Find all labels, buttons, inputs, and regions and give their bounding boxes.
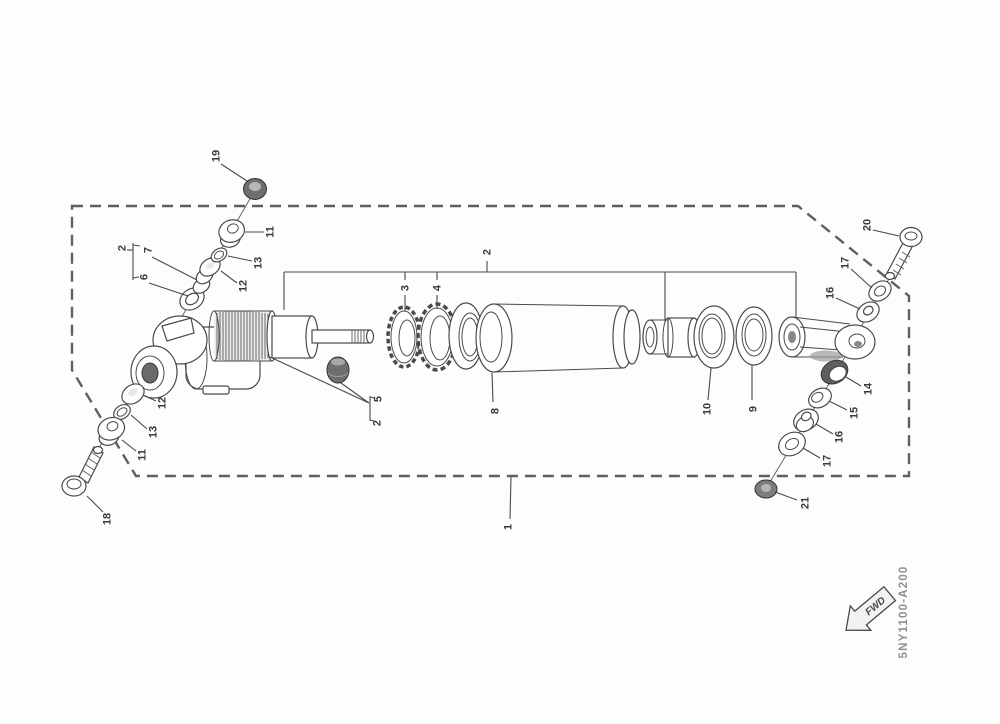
callout-label-2-left: 2 — [117, 245, 129, 251]
part-oring-13-upper — [210, 247, 228, 263]
callout-line-16 — [269, 356, 370, 404]
part-nut-21 — [754, 479, 778, 499]
callout-label-12-lower: 12 — [157, 397, 169, 409]
callout-label-13-lower: 13 — [148, 426, 160, 438]
leader-8 — [491, 372, 494, 403]
leader-6 — [148, 282, 189, 297]
part-bumper-5 — [326, 356, 350, 384]
diagram-code: 5NY1100-A200 — [898, 565, 910, 658]
leader-7 — [151, 256, 198, 281]
part-bushing-11-upper — [218, 219, 246, 248]
part-bolt-20 — [884, 226, 923, 281]
part-washer-16-upper — [856, 301, 880, 323]
callout-label-14: 14 — [863, 382, 875, 395]
callout-label-11-lower: 11 — [137, 449, 149, 461]
callout-label-6: 6 — [139, 274, 151, 280]
callout-line-17 — [340, 382, 370, 404]
callout-label-7: 7 — [143, 247, 155, 253]
leader-1 — [509, 476, 512, 520]
part-bolt-18 — [61, 445, 104, 497]
leader-13-top — [227, 255, 253, 262]
part-bushing-11-lower — [97, 416, 126, 446]
callout-label-2-bottom: 2 — [372, 420, 384, 426]
part-clevis-mount — [130, 315, 208, 399]
callout-label-11-top: 11 — [265, 226, 277, 238]
part-locknut-3 — [386, 305, 422, 369]
part-collar-16-lower — [793, 408, 819, 433]
part-washer-17-lower — [778, 431, 806, 457]
leader-10 — [707, 367, 712, 401]
leader-14 — [845, 376, 862, 387]
leader-16-upper — [835, 297, 861, 310]
part-washer-12-lower — [121, 383, 145, 405]
part-ring-14 — [820, 359, 849, 385]
leader-18 — [86, 495, 104, 513]
callout-label-15: 15 — [849, 407, 861, 419]
callout-label-10: 10 — [702, 403, 714, 415]
callout-leader-lines — [86, 163, 900, 520]
leader-16-lower — [815, 423, 834, 435]
leader-12-top — [220, 270, 238, 284]
callout-label-1: 1 — [503, 524, 515, 530]
part-spring-seat-8 — [475, 303, 513, 373]
callout-label-9: 9 — [748, 406, 760, 412]
part-eye-joint — [778, 316, 876, 362]
callout-label-2-assembly: 2 — [482, 249, 494, 255]
part-seal-9 — [735, 306, 773, 366]
callout-label-20: 20 — [862, 219, 874, 231]
callout-line-15 — [369, 419, 375, 422]
callout-label-21: 21 — [800, 497, 812, 509]
leader-17-lower — [802, 447, 821, 459]
part-oring-13-lower — [113, 403, 131, 421]
leader-11-lower — [121, 439, 137, 452]
callout-label-8: 8 — [490, 408, 502, 414]
callout-label-17-upper: 17 — [840, 257, 852, 269]
part-washer-17-upper — [868, 280, 892, 302]
part-adjuster-collar — [642, 317, 701, 358]
callout-label-16-upper: 16 — [825, 287, 837, 299]
part-collar-15 — [808, 387, 832, 409]
leader-12-lower — [142, 394, 157, 402]
leader-17-upper — [850, 268, 873, 289]
part-nut-19 — [243, 178, 267, 200]
callout-label-3: 3 — [400, 285, 412, 291]
callout-label-12-top: 12 — [238, 280, 250, 292]
leader-13-lower — [130, 414, 148, 430]
callout-label-17-lower: 17 — [822, 455, 834, 467]
callout-line-14 — [369, 396, 375, 399]
leader-19 — [220, 163, 248, 182]
boundary-dashed-outline — [70, 204, 911, 478]
callout-line-11 — [132, 244, 141, 247]
callout-label-18: 18 — [102, 513, 114, 525]
callout-label-16-lower: 16 — [834, 431, 846, 443]
part-seal-10 — [693, 305, 735, 369]
callout-label-19: 19 — [211, 150, 223, 162]
leader-21 — [774, 491, 798, 501]
part-outer-tube — [493, 303, 641, 373]
fwd-arrow-mark: FWD — [845, 585, 897, 631]
callout-label-13-top: 13 — [253, 257, 265, 269]
callout-label-4: 4 — [432, 284, 444, 291]
callout-line-12 — [132, 276, 140, 279]
part-coil-section — [208, 310, 278, 362]
part-damper-rod — [271, 315, 375, 359]
leader-20 — [872, 229, 900, 237]
leader-15 — [828, 400, 848, 411]
callout-label-5: 5 — [373, 396, 385, 402]
